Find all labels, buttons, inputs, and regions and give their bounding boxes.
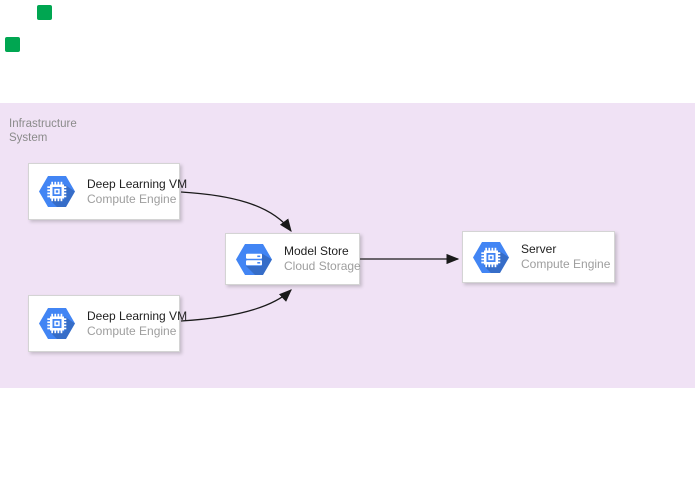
node-text: Deep Learning VM Compute Engine xyxy=(87,309,187,339)
green-square-marker xyxy=(5,37,20,52)
cloud-storage-icon xyxy=(236,243,272,275)
compute-engine-icon xyxy=(39,308,75,339)
node-text: Model Store Cloud Storage xyxy=(284,244,361,274)
node-title: Deep Learning VM xyxy=(87,308,188,323)
node-server[interactable]: Server Compute Engine xyxy=(462,231,615,283)
node-title: Model Store xyxy=(284,244,349,258)
green-square-marker xyxy=(37,5,52,20)
node-text: Deep Learning VM Compute Engine xyxy=(87,177,187,207)
compute-engine-icon xyxy=(39,176,75,207)
container-label: Infrastructure System xyxy=(9,117,77,145)
node-title: Deep Learning VM xyxy=(87,176,188,191)
node-deep-learning-vm-top[interactable]: Deep Learning VM Compute Engine xyxy=(28,163,187,220)
node-subtitle: Compute Engine xyxy=(87,323,177,338)
node-subtitle: Compute Engine xyxy=(87,191,177,206)
node-title: Server xyxy=(521,242,557,256)
node-subtitle: Cloud Storage xyxy=(284,259,361,273)
node-deep-learning-vm-bottom[interactable]: Deep Learning VM Compute Engine xyxy=(28,295,187,352)
container-label-line1: Infrastructure xyxy=(9,118,77,130)
node-subtitle: Compute Engine xyxy=(521,257,611,271)
node-model-store[interactable]: Model Store Cloud Storage xyxy=(225,233,361,285)
node-text: Server Compute Engine xyxy=(521,242,610,272)
container-label-line2: System xyxy=(9,132,48,144)
compute-engine-icon xyxy=(473,241,509,273)
